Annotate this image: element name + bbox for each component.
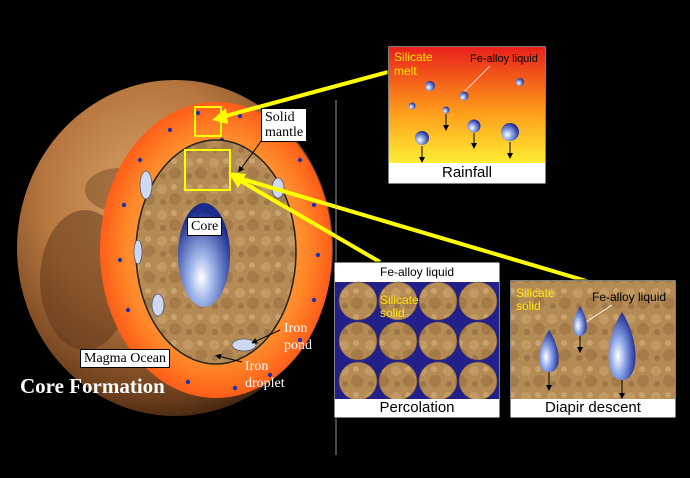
percolation-silicate-label: Silicate solid — [380, 294, 419, 320]
iron-pond-line2: pond — [284, 338, 312, 353]
iron-pond-line1: Iron — [284, 321, 308, 336]
percolation-panel — [333, 261, 501, 419]
solid-mantle-label: Solid mantle — [261, 108, 308, 142]
rainfall-silicate-line2: melt — [394, 64, 417, 78]
iron-ponds — [133, 170, 285, 352]
solid-mantle-line1: Solid — [265, 110, 295, 125]
magma-ocean-label: Magma Ocean — [80, 349, 171, 368]
diagram-title: Core Formation — [20, 374, 165, 398]
diapir-silicate-label: Silicate solid — [516, 287, 555, 313]
diapir-panel — [509, 279, 677, 419]
rainfall-fe-leader — [459, 65, 491, 97]
solid-mantle-line2: mantle — [265, 125, 304, 140]
rainfall-panel — [387, 45, 547, 185]
iron-pond-label: Iron pond — [284, 320, 312, 354]
rainfall-silicate-label: Silicate melt — [394, 50, 433, 78]
iron-droplet-label: Iron droplet — [245, 358, 285, 392]
connector-arrowhead — [212, 108, 228, 124]
connector-to-percolation — [230, 174, 382, 264]
diapir-fe-label: Fe-alloy liquid — [592, 290, 667, 304]
core-label: Core — [187, 217, 223, 236]
iron-droplet-line1: Iron — [245, 359, 269, 374]
iron-droplet-line2: droplet — [245, 376, 285, 391]
connector-to-rainfall — [217, 70, 389, 120]
percolation-silicate-line2: solid — [380, 306, 405, 320]
diapir-fe-leader — [585, 304, 613, 323]
percolation-silicate-line1: Silicate — [380, 293, 419, 307]
diapir-silicate-line1: Silicate — [516, 286, 555, 300]
diapir-caption: Diapir descent — [511, 399, 675, 417]
diapir-silicate-line2: solid — [516, 299, 541, 313]
leader-iron-pond — [251, 329, 281, 344]
rainfall-silicate-line1: Silicate — [394, 50, 433, 64]
percolation-fe-label: Fe-alloy liquid — [380, 265, 455, 279]
leader-solid-mantle — [238, 139, 263, 173]
percolation-highlight-box — [184, 149, 231, 191]
percolation-caption: Percolation — [335, 399, 499, 417]
rainfall-fe-label: Fe-alloy liquid — [470, 53, 538, 65]
connector-to-diapir — [231, 174, 601, 287]
rainfall-caption: Rainfall — [389, 164, 545, 182]
leader-iron-droplet — [215, 353, 243, 363]
